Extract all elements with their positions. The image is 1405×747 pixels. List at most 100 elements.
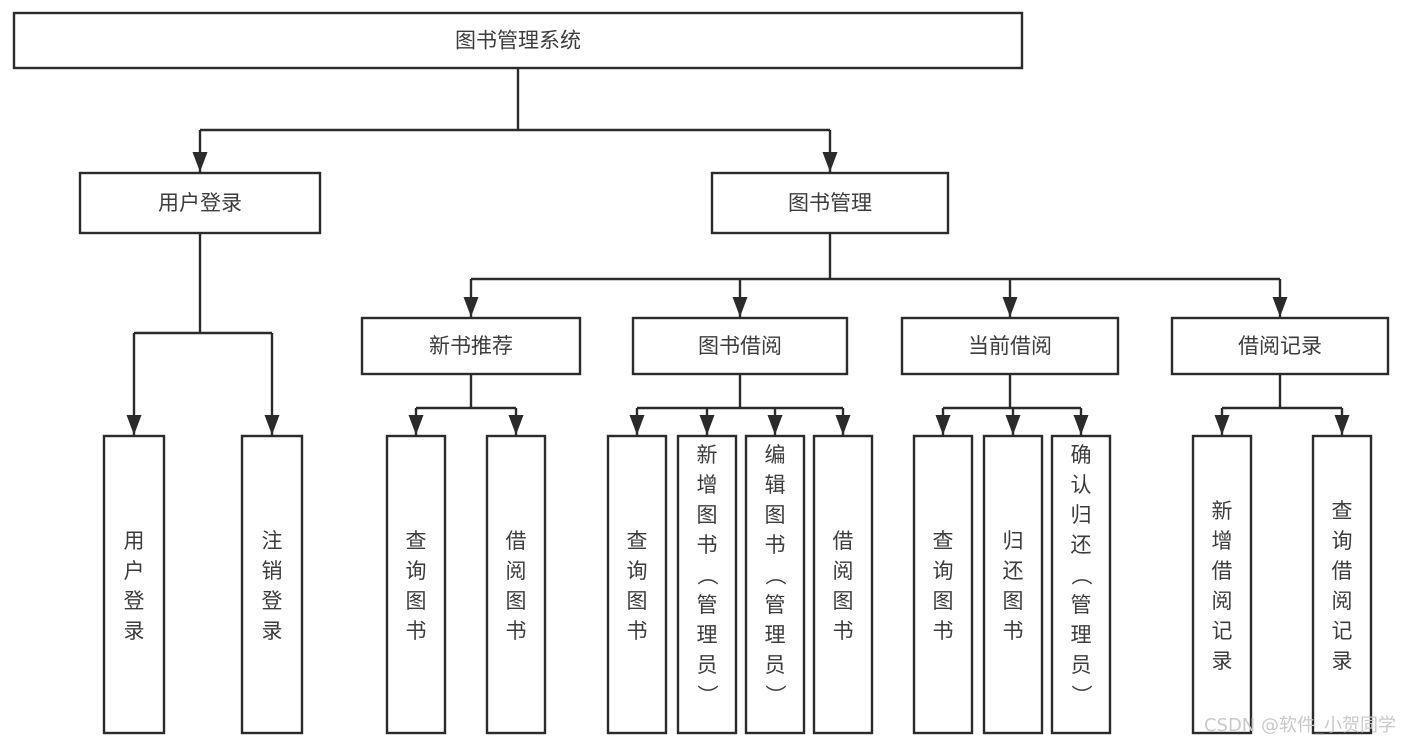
connector-layer <box>126 68 1350 435</box>
leaf-node-label-char: 理 <box>697 623 718 647</box>
leaf-node-label-char: 归 <box>1003 529 1024 553</box>
leaf-node-label-char: 辑 <box>765 473 786 497</box>
arrow-head-icon <box>463 297 479 317</box>
leaf-node-label-char: 用 <box>124 529 145 553</box>
leaf-node-label-char: 图 <box>1003 589 1024 613</box>
level3-node-box[interactable] <box>1170 316 1390 376</box>
leaf-node-box[interactable] <box>676 434 738 735</box>
leaf-node-label-char: 阅 <box>1332 589 1353 613</box>
leaf-node-label-char: 借 <box>1332 559 1353 583</box>
level3-node-box[interactable] <box>900 316 1120 376</box>
leaf-node-label-char: 确 <box>1071 443 1092 467</box>
level3-node-box[interactable] <box>631 316 849 376</box>
level2-node-box[interactable] <box>78 171 322 235</box>
level3-node-2[interactable]: 图书借阅 <box>631 316 849 376</box>
level3-node-1[interactable]: 新书推荐 <box>360 316 582 376</box>
leaf-node-box[interactable] <box>102 434 166 735</box>
leaf-node-label-char: 管 <box>765 593 786 617</box>
root-node-1[interactable]: 图书管理系统 <box>12 11 1024 70</box>
root-node-box[interactable] <box>12 11 1024 70</box>
leaf-node-label-char: 新 <box>1212 499 1233 523</box>
leaf-node-label-char: 销 <box>262 559 283 583</box>
arrow-head-icon <box>767 415 783 435</box>
arrow-head-icon <box>264 415 280 435</box>
leaf-node-label-char: 员 <box>1071 653 1092 677</box>
leaf-node-box[interactable] <box>1311 434 1373 735</box>
leaf-node-label-char: 询 <box>406 559 427 583</box>
leaf-node-label-char: 理 <box>765 623 786 647</box>
leaf-node-1[interactable]: 用户登录 <box>102 434 166 735</box>
leaf-node-box[interactable] <box>812 434 874 735</box>
leaf-node-label-char: 录 <box>262 619 283 643</box>
leaf-node-label-char: 书 <box>765 533 786 557</box>
leaf-node-label-char: 图 <box>765 503 786 527</box>
leaf-node-label-char: 询 <box>1332 529 1353 553</box>
level3-node-label: 当前借阅 <box>968 334 1052 358</box>
leaf-node-label-char: 查 <box>627 529 648 553</box>
leaf-node-label-char: 询 <box>933 559 954 583</box>
level2-node-1[interactable]: 用户登录 <box>78 171 322 235</box>
leaf-node-label-char: 录 <box>1332 649 1353 673</box>
level2-node-2[interactable]: 图书管理 <box>710 171 950 235</box>
arrow-head-icon <box>732 297 748 317</box>
leaf-node-label-char: 书 <box>506 619 527 643</box>
arrow-head-icon <box>508 415 524 435</box>
leaf-node-label-char: 录 <box>1212 649 1233 673</box>
leaf-node-label-char: ） <box>695 685 719 706</box>
leaf-node-box[interactable] <box>1050 434 1112 735</box>
leaf-node-label-char: 图 <box>697 503 718 527</box>
leaf-node-label-char: 记 <box>1332 619 1353 643</box>
arrow-head-icon <box>629 415 645 435</box>
leaf-node-label-char: 增 <box>697 473 718 497</box>
leaf-node-label-char: 登 <box>262 589 283 613</box>
leaf-node-label-char: 图 <box>506 589 527 613</box>
level3-node-4[interactable]: 借阅记录 <box>1170 316 1390 376</box>
leaf-node-box[interactable] <box>912 434 974 735</box>
level3-node-3[interactable]: 当前借阅 <box>900 316 1120 376</box>
leaf-node-label-char: 管 <box>1071 593 1092 617</box>
leaf-node-label-char: 图 <box>627 589 648 613</box>
root-node-label: 图书管理系统 <box>455 29 581 53</box>
leaf-node-label-char: 户 <box>124 559 145 583</box>
level3-node-label: 图书借阅 <box>698 334 782 358</box>
leaf-node-label-char: 记 <box>1212 619 1233 643</box>
leaf-node-label-char: 借 <box>833 529 854 553</box>
arrow-head-icon <box>1214 415 1230 435</box>
leaf-node-box[interactable] <box>240 434 304 735</box>
leaf-node-label-char: 书 <box>627 619 648 643</box>
level3-node-box[interactable] <box>360 316 582 376</box>
leaf-node-label-char: 管 <box>697 593 718 617</box>
leaf-node-label-char: 登 <box>124 589 145 613</box>
leaf-node-box[interactable] <box>1191 434 1253 735</box>
leaf-node-label-char: 图 <box>833 589 854 613</box>
leaf-node-box[interactable] <box>385 434 447 735</box>
leaf-node-label-char: 员 <box>697 653 718 677</box>
leaf-node-box[interactable] <box>485 434 547 735</box>
leaf-node-label-char: 还 <box>1071 533 1092 557</box>
arrow-head-icon <box>192 152 208 172</box>
leaf-node-label-char: 查 <box>1332 499 1353 523</box>
leaf-node-box[interactable] <box>606 434 668 735</box>
leaf-node-label-char: 注 <box>262 529 283 553</box>
leaf-node-box[interactable] <box>744 434 806 735</box>
arrow-head-icon <box>935 415 951 435</box>
leaf-node-label-char: 查 <box>406 529 427 553</box>
level2-node-box[interactable] <box>710 171 950 235</box>
leaf-node-label-char: 书 <box>406 619 427 643</box>
leaf-node-box[interactable] <box>982 434 1044 735</box>
leaf-node-label-char: 借 <box>1212 559 1233 583</box>
